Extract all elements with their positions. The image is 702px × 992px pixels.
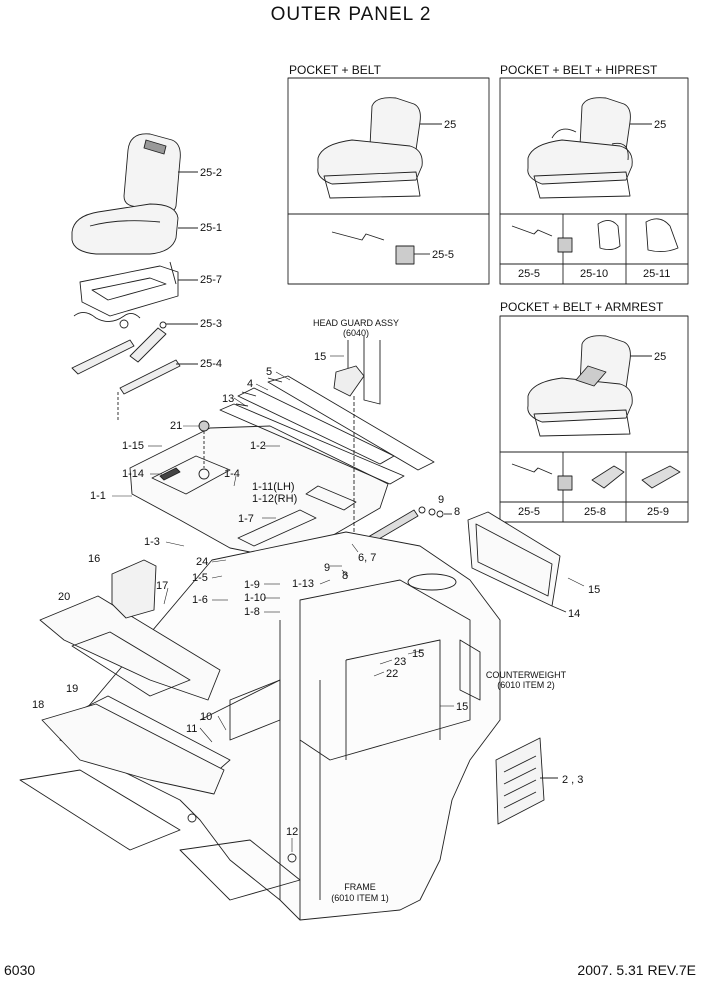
note-counterweight-line2: (6010 ITEM 2) <box>497 680 555 690</box>
part-label: 4 <box>247 378 254 390</box>
cell-label: 25-9 <box>647 506 670 518</box>
part-label: 2 , 3 <box>562 774 584 786</box>
part-label: 1-10 <box>244 592 267 604</box>
part-label: 6, 7 <box>358 552 377 564</box>
part-label: 20 <box>58 591 71 603</box>
part-label: 15 <box>314 351 327 363</box>
part-label: 23 <box>394 656 407 668</box>
part-label: 1-8 <box>244 606 260 618</box>
step-plate-18 <box>19 703 301 901</box>
armrest-25-9 <box>641 465 681 489</box>
date-revision: 2007. 5.31 REV.7E <box>577 962 696 978</box>
part-label: 1-11(LH) <box>252 481 295 493</box>
floor-plate-20 <box>39 595 221 701</box>
part-label: 1-15 <box>122 440 145 452</box>
part-label: 17 <box>156 580 169 592</box>
part-label: 25-1 <box>200 222 223 234</box>
part-label: 12 <box>286 826 299 838</box>
hiprest-25-10 <box>597 220 621 251</box>
part-label: 21 <box>170 420 183 432</box>
part-label: 1-1 <box>90 490 106 502</box>
part-label: 25-2 <box>200 167 223 179</box>
head-guard-bracket <box>333 336 381 560</box>
page-title: OUTER PANEL 2 <box>270 4 432 25</box>
variant-header-hiprest: POCKET + BELT + HIPREST <box>500 63 658 77</box>
seat-pocket-belt <box>317 97 442 199</box>
seat-back-cushion <box>123 133 198 214</box>
page-number: 6030 <box>4 962 36 978</box>
part-label: 15 <box>456 701 469 713</box>
part-label: 1-7 <box>238 513 254 525</box>
belt-25-5-b <box>511 225 573 253</box>
part-label: 14 <box>568 608 581 620</box>
seat-suspension <box>73 261 198 329</box>
part-label: 25-5 <box>432 249 455 261</box>
part-label: 10 <box>200 711 213 723</box>
part-label: 16 <box>88 553 101 565</box>
armrest-25-8 <box>591 465 625 489</box>
cell-label: 25-5 <box>518 506 541 518</box>
hiprest-25-11 <box>645 218 679 253</box>
part-label: 8 <box>454 506 461 518</box>
cell-label: 25-10 <box>580 268 609 280</box>
part-label: 1-12(RH) <box>252 493 298 505</box>
part-label: 25-4 <box>200 358 223 370</box>
part-label: 25 <box>654 351 667 363</box>
part-label: 25 <box>654 119 667 131</box>
seat-pocket-belt-armrest <box>527 335 652 437</box>
part-label: 18 <box>32 699 45 711</box>
part-label: 5 <box>266 366 273 378</box>
note-head-guard-line2: (6040) <box>342 328 369 338</box>
seat-cushion <box>71 203 198 255</box>
cell-label: 25-5 <box>518 268 541 280</box>
damper <box>129 321 198 363</box>
part-label: 1-4 <box>224 468 240 480</box>
cell-label: 25-11 <box>643 268 671 280</box>
note-frame-line2: (6010 ITEM 1) <box>331 893 389 903</box>
part-label: 11 <box>186 723 198 735</box>
seat-pocket-belt-hiprest <box>527 97 652 199</box>
part-label: 1-9 <box>244 579 260 591</box>
part-label: 15 <box>588 584 601 596</box>
part-label: 24 <box>196 556 209 568</box>
variant-header-pocket-belt: POCKET + BELT <box>289 63 381 77</box>
seat-rails <box>71 339 198 420</box>
part-label: 1-6 <box>192 594 208 606</box>
leader-lines <box>112 355 585 852</box>
part-label: 19 <box>66 683 79 695</box>
part-label: 1-2 <box>250 440 266 452</box>
part-label: 15 <box>412 648 425 660</box>
part-label: 25-7 <box>200 274 223 286</box>
belt-25-5-a <box>331 231 430 265</box>
part-label: 1-14 <box>122 468 145 480</box>
rear-window-panel <box>467 511 567 613</box>
cell-label: 25-8 <box>584 506 607 518</box>
side-rails <box>219 375 435 485</box>
part-label: 1-13 <box>292 578 315 590</box>
note-frame-line1: FRAME <box>344 882 376 892</box>
note-counterweight-line1: COUNTERWEIGHT <box>485 670 567 680</box>
part-label: 13 <box>222 393 235 405</box>
side-grille-2-3 <box>495 737 558 825</box>
part-label: 1-5 <box>192 572 208 584</box>
belt-25-5-c <box>511 463 573 491</box>
part-label: 8 <box>342 570 349 582</box>
part-label: 1-3 <box>144 536 160 548</box>
frame-body <box>59 531 501 921</box>
part-label: 22 <box>386 668 399 680</box>
variant-header-armrest: POCKET + BELT + ARMREST <box>500 300 664 314</box>
note-head-guard-line1: HEAD GUARD ASSY <box>312 318 400 328</box>
part-label: 25 <box>444 119 457 131</box>
cover-16 <box>111 559 157 619</box>
part-label: 9 <box>324 562 331 574</box>
part-label: 9 <box>438 494 445 506</box>
part-label: 25-3 <box>200 318 223 330</box>
